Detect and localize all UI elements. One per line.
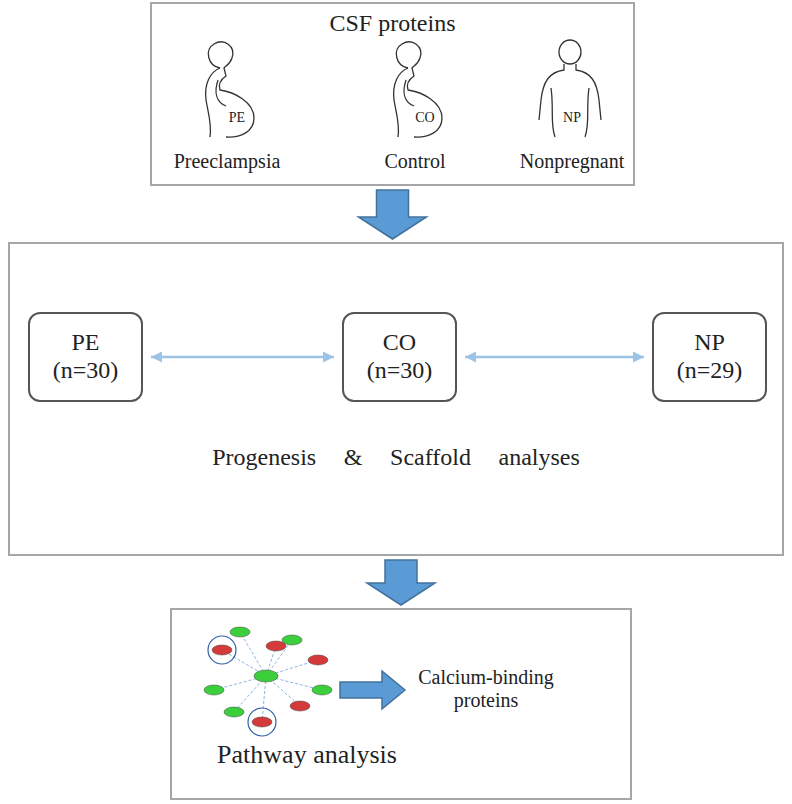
network-link: [240, 632, 266, 676]
network-dot: [266, 641, 286, 651]
highlight-ring: [248, 708, 276, 736]
block-arrow: [340, 671, 405, 709]
group-box: CO (n=30): [342, 312, 457, 402]
group-box: PE (n=30): [28, 312, 143, 402]
network-dot: [224, 707, 244, 717]
box-label: PE (n=30): [53, 329, 119, 384]
pregnant-figure: [206, 42, 254, 137]
network-dot: [254, 670, 278, 682]
comparison-arrow: [465, 356, 644, 359]
nonpregnant-figure: [539, 40, 601, 137]
highlight-ring: [208, 636, 236, 664]
block-arrow: [359, 190, 427, 239]
box-label: CO (n=30): [367, 329, 433, 384]
panel-text: Pathway analysis: [192, 740, 422, 770]
panel-text: CSF proteins: [152, 10, 633, 38]
panel-text: Calcium-binding proteins: [408, 666, 564, 712]
comparison-arrow: [151, 356, 334, 359]
figure-caption: Preeclampsia: [174, 150, 281, 172]
analysis-panel: Progenesis & Scaffold analyses PE (n=30) C…: [8, 242, 784, 556]
network-icon: [204, 627, 332, 736]
network-link: [262, 676, 266, 722]
network-dot: [290, 701, 310, 711]
input-panel: CSF proteinsPE CO NP Preeclampsia Control Non…: [150, 2, 635, 186]
network-dot: [212, 645, 232, 655]
box-label: NP (n=29): [677, 329, 743, 384]
panel-text: Progenesis & Scaffold analyses: [198, 444, 594, 472]
network-dot: [308, 655, 328, 665]
figure-caption: Nonpregnant: [520, 150, 624, 172]
figure-tag: CO: [415, 110, 434, 125]
pregnant-figure: [394, 42, 442, 137]
network-dot: [204, 685, 224, 695]
figure-caption: Control: [384, 150, 445, 172]
group-box: NP (n=29): [652, 312, 767, 402]
block-arrow: [367, 560, 435, 605]
pathway-panel: Pathway analysis Calcium-binding proteins: [170, 608, 632, 800]
network-dot: [230, 627, 250, 637]
network-dot: [252, 717, 272, 727]
figure-tag: PE: [229, 110, 245, 125]
network-dot: [312, 685, 332, 695]
figure-tag: NP: [563, 110, 581, 125]
